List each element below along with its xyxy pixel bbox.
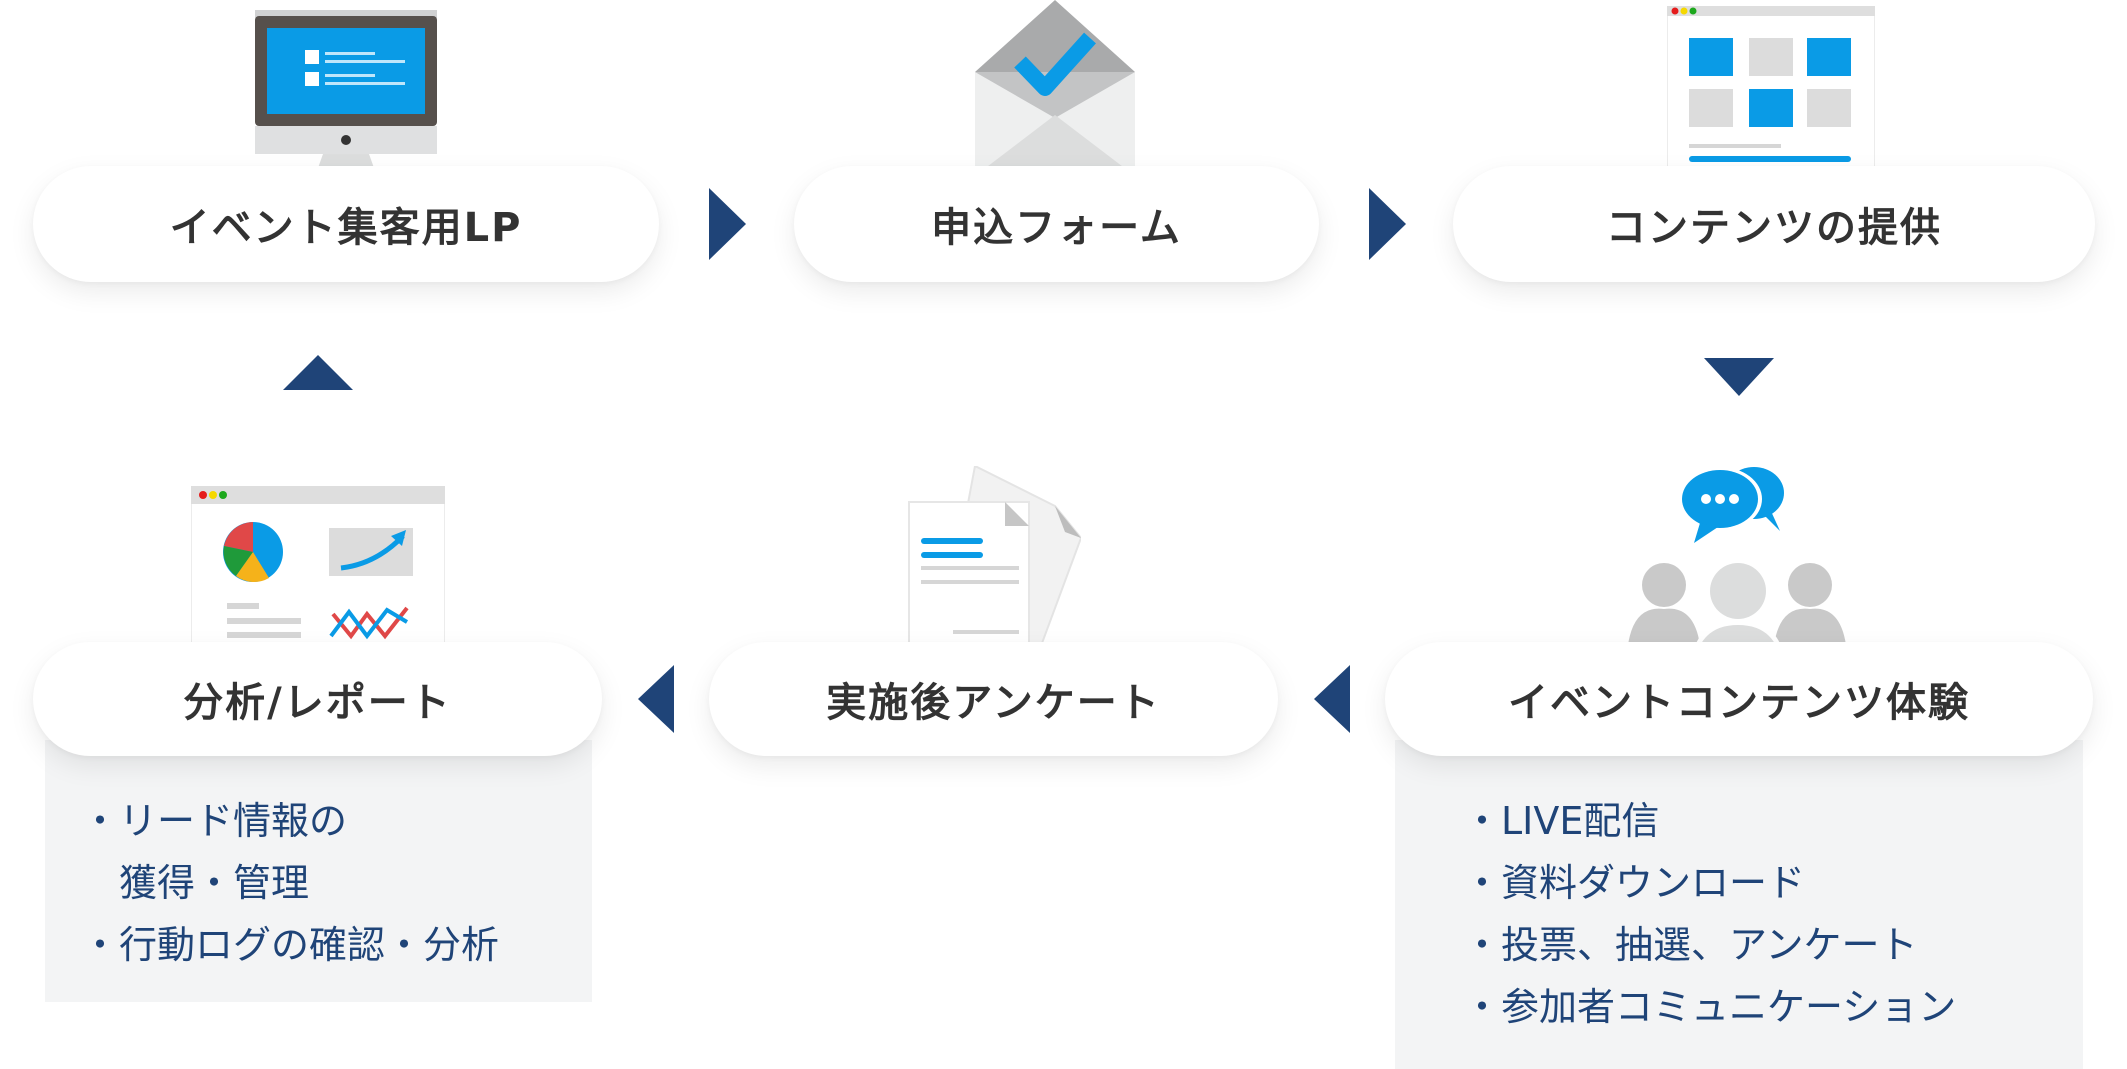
documents-icon (908, 466, 1081, 662)
step-application-form: 申込フォーム (794, 166, 1319, 282)
step-label: 分析/レポート (183, 680, 452, 726)
analysis-details-panel: ・リード情報の 獲得・管理 ・行動ログの確認・分析 (45, 740, 592, 1002)
step-content-delivery: コンテンツの提供 (1453, 166, 2095, 282)
analysis-details-list: ・リード情報の 獲得・管理 ・行動ログの確認・分析 (81, 790, 499, 976)
list-item: ・投票、抽選、アンケート (1463, 923, 1918, 967)
step-label: イベント集客用LP (169, 205, 523, 251)
list-item: ・資料ダウンロード (1463, 861, 1806, 905)
arrow-right-icon (709, 188, 746, 260)
step-label: 実施後アンケート (826, 680, 1161, 726)
list-item: 獲得・管理 (81, 861, 310, 905)
step-label: イベントコンテンツ体験 (1508, 680, 1970, 726)
step-event-experience: イベントコンテンツ体験 (1385, 642, 2093, 756)
list-item: ・LIVE配信 (1463, 799, 1660, 843)
analytics-report-icon (191, 486, 445, 658)
step-post-event-survey: 実施後アンケート (709, 642, 1278, 756)
arrow-down-icon (1704, 358, 1774, 396)
arrow-right-icon (1369, 188, 1406, 260)
step-label: コンテンツの提供 (1606, 205, 1942, 251)
event-experience-details-panel: ・LIVE配信 ・資料ダウンロード ・投票、抽選、アンケート ・参加者コミュニケ… (1395, 740, 2083, 1069)
list-item: ・リード情報の (81, 799, 348, 843)
arrow-left-icon (638, 665, 674, 733)
arrow-left-icon (1314, 665, 1350, 733)
audience-chat-icon (1628, 467, 1846, 665)
desktop-monitor-icon (255, 10, 437, 182)
event-experience-details-list: ・LIVE配信 ・資料ダウンロード ・投票、抽選、アンケート ・参加者コミュニケ… (1463, 790, 1956, 1038)
arrow-up-icon (283, 355, 353, 390)
step-analysis-report: 分析/レポート (33, 642, 602, 756)
list-item: ・参加者コミュニケーション (1463, 985, 1957, 1029)
envelope-check-icon (975, 0, 1135, 176)
web-content-grid-icon (1667, 6, 1875, 180)
step-label: 申込フォーム (931, 205, 1182, 251)
step-event-lp: イベント集客用LP (33, 166, 659, 282)
list-item: ・行動ログの確認・分析 (81, 923, 500, 967)
